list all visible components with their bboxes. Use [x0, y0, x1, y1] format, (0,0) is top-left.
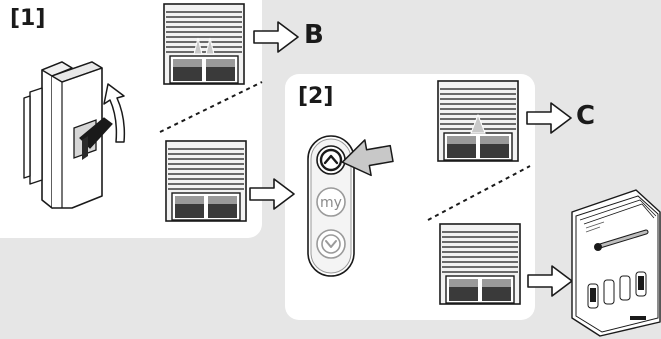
step-2-label: [2] — [298, 84, 334, 109]
curved-arrow-icon — [103, 83, 126, 143]
circuit-breaker-icon — [23, 61, 113, 209]
roller-shutter-icon — [163, 3, 245, 85]
pointer-arrow-icon — [341, 139, 394, 177]
roller-shutter-icon — [437, 80, 519, 162]
right-arrow-icon — [249, 178, 295, 210]
step-1-label: [1] — [10, 6, 46, 31]
result-c-label: C — [576, 101, 596, 131]
my-button-label: my — [320, 195, 342, 211]
right-arrow-icon — [253, 21, 299, 53]
result-b-label: B — [304, 20, 324, 50]
roller-shutter-icon — [165, 140, 247, 222]
separator-line — [427, 165, 531, 221]
right-arrow-icon — [527, 265, 573, 297]
roller-shutter-icon — [439, 223, 521, 305]
manual-booklet-icon — [571, 189, 661, 337]
right-arrow-icon — [526, 102, 572, 134]
up-button-icon[interactable] — [316, 145, 346, 175]
down-button-icon[interactable] — [316, 229, 346, 259]
separator-line — [159, 81, 263, 133]
my-button-icon[interactable]: my — [316, 187, 346, 217]
